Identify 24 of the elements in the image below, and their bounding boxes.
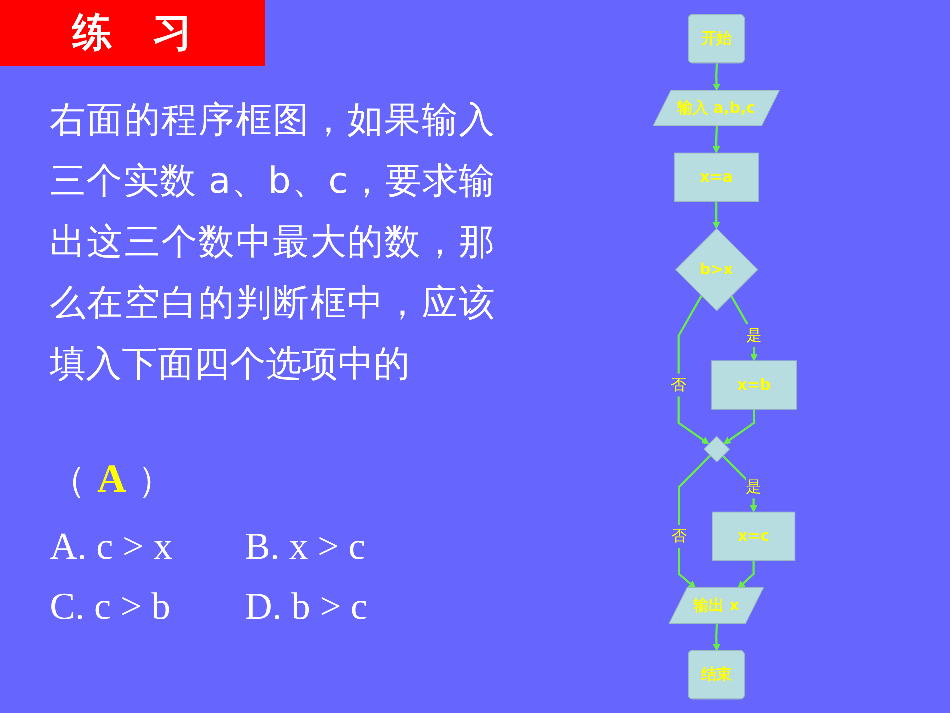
answer-text: （ A ） xyxy=(50,455,174,503)
arrow xyxy=(712,126,720,154)
question-text: 右面的程序框图，如果输入三个实数 a、b、c，要求输出这三个数中最大的数，那么在空白的判断框中，应该填入下面四个选项中的 xyxy=(50,99,495,387)
edge-label: 是 xyxy=(746,327,762,345)
node-box: x=b xyxy=(712,360,797,410)
title-banner: 练 习 xyxy=(0,0,265,66)
node-diamond: b>x xyxy=(675,228,759,312)
arrow xyxy=(724,410,756,445)
option-text: B. x > c xyxy=(245,525,366,569)
option-text: A. c > x xyxy=(50,525,173,569)
arrow xyxy=(678,455,711,589)
edge-label: 是 xyxy=(746,478,762,496)
option-text: D. b > c xyxy=(245,585,368,629)
arrow xyxy=(712,202,720,230)
arrow xyxy=(738,560,755,589)
node-diamond xyxy=(704,436,730,463)
arrow xyxy=(678,296,710,445)
node-box: x=a xyxy=(674,152,759,202)
arrow xyxy=(713,624,721,652)
node-box: x=c xyxy=(712,512,796,562)
option-text: C. c > b xyxy=(50,585,171,629)
edge-label: 否 xyxy=(671,376,686,394)
edge-label: 否 xyxy=(672,528,687,546)
arrow xyxy=(713,64,721,92)
